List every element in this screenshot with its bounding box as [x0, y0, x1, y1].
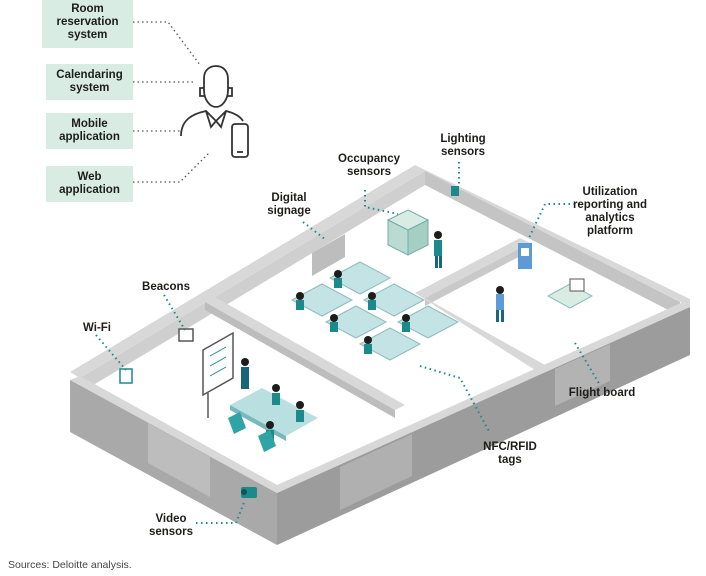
room-reservation-label: Room reservation system — [56, 2, 119, 41]
office-people — [296, 231, 442, 354]
building — [70, 165, 690, 545]
devices — [119, 186, 459, 498]
wifi-label: Wi-Fi — [83, 322, 111, 334]
open-office — [290, 261, 460, 361]
mobile-app-box: Mobile application — [46, 113, 133, 149]
flight-board-label: Flight board — [568, 387, 636, 399]
leader-utilization — [527, 203, 580, 241]
video-sensors-label: Video sensors — [148, 513, 194, 538]
meeting-room — [202, 331, 318, 452]
occupancy-cabinet — [386, 209, 430, 256]
calendaring-label: Calendaring system — [56, 69, 123, 94]
room-reservation-box: Room reservation system — [42, 0, 133, 48]
source-note: Sources: Deloitte analysis. — [8, 559, 132, 571]
calendaring-box: Calendaring system — [46, 64, 133, 100]
user-icon — [180, 65, 249, 158]
occupancy-sensors-label: Occupancy sensors — [338, 153, 400, 178]
leader-video — [196, 499, 246, 524]
web-app-box: Web application — [46, 166, 133, 202]
connector-web — [133, 151, 211, 183]
right-room — [496, 243, 594, 322]
digital-signage-label: Digital signage — [267, 192, 311, 217]
connector-room — [133, 21, 201, 66]
lighting-sensors-label: Lighting sensors — [440, 133, 486, 158]
leader-occupancy — [364, 190, 399, 215]
web-app-label: Web application — [59, 171, 120, 196]
mobile-app-label: Mobile application — [59, 118, 120, 143]
utilization-platform-label: Utilization reporting and analytics plat… — [572, 186, 648, 237]
beacons-label: Beacons — [142, 281, 190, 293]
leader-beacons — [163, 294, 186, 331]
nfc-rfid-label: NFC/RFID tags — [483, 441, 537, 466]
leader-flight — [574, 342, 601, 386]
